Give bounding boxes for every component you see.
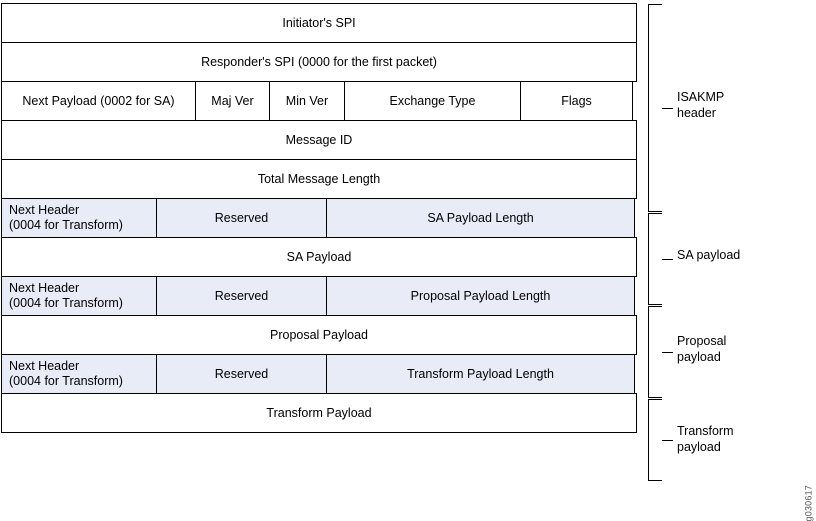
packet-field: Flags — [520, 81, 633, 121]
packet-field: Reserved — [156, 198, 327, 238]
packet-field: Min Ver — [269, 81, 345, 121]
packet-row-transform-payload: Transform Payload — [1, 393, 638, 433]
packet-row-responder-spi: Responder's SPI (0000 for the first pack… — [1, 42, 638, 82]
packet-field: Proposal Payload Length — [326, 276, 635, 316]
packet-field: Transform Payload — [1, 393, 637, 433]
brace-label-transform-payload-group: Transform payload — [677, 424, 734, 454]
packet-field: Reserved — [156, 354, 327, 394]
brace-label-proposal-payload-group: Proposal payload — [677, 334, 727, 364]
packet-field: Maj Ver — [195, 81, 270, 121]
packet-field: SA Payload Length — [326, 198, 635, 238]
brace-transform-payload-group — [648, 399, 662, 481]
brace-sa-payload-group — [648, 213, 662, 305]
brace-stem-sa-payload-group — [662, 259, 673, 260]
brace-label-sa-payload-group: SA payload — [677, 248, 741, 262]
packet-field: Message ID — [1, 120, 637, 160]
packet-field: Transform Payload Length — [326, 354, 635, 394]
packet-row-proposal-header: Next Header (0004 for Transform)Reserved… — [1, 276, 638, 316]
packet-row-proposal-payload: Proposal Payload — [1, 315, 638, 355]
packet-row-initiator-spi: Initiator's SPI — [1, 3, 638, 43]
packet-field: Next Payload (0002 for SA) — [1, 81, 196, 121]
brace-isakmp-header — [648, 4, 662, 212]
brace-stem-transform-payload-group — [662, 440, 673, 441]
packet-row-message-id: Message ID — [1, 120, 638, 160]
packet-row-sa-header: Next Header (0004 for Transform)Reserved… — [1, 198, 638, 238]
packet-field: Exchange Type — [344, 81, 521, 121]
brace-stem-proposal-payload-group — [662, 352, 673, 353]
brace-proposal-payload-group — [648, 306, 662, 398]
packet-field: Next Header (0004 for Transform) — [1, 354, 157, 394]
packet-field: Next Header (0004 for Transform) — [1, 276, 157, 316]
packet-field: Initiator's SPI — [1, 3, 637, 43]
figure-code-label: g030617 — [803, 485, 813, 521]
packet-field: Responder's SPI (0000 for the first pack… — [1, 42, 637, 82]
brace-stem-isakmp-header — [662, 108, 673, 109]
packet-field: Proposal Payload — [1, 315, 637, 355]
packet-row-total-message-length: Total Message Length — [1, 159, 638, 199]
brace-label-isakmp-header: ISAKMP header — [677, 90, 725, 120]
packet-field: Total Message Length — [1, 159, 637, 199]
packet-row-transform-header: Next Header (0004 for Transform)Reserved… — [1, 354, 638, 394]
packet-field: Reserved — [156, 276, 327, 316]
packet-field: Next Header (0004 for Transform) — [1, 198, 157, 238]
packet-row-sa-payload: SA Payload — [1, 237, 638, 277]
packet-field: SA Payload — [1, 237, 637, 277]
